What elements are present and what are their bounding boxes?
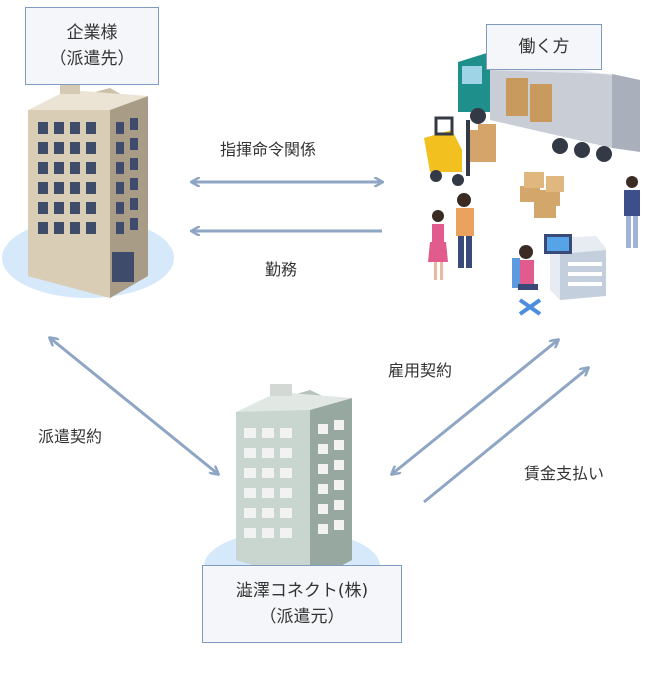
worker-name: 働く方 [518, 37, 570, 57]
employment-contract-arrow [392, 340, 558, 474]
work-label: 勤務 [265, 260, 298, 279]
workplace-scene-illustration [424, 52, 640, 316]
wage-payment-label: 賃金支払い [524, 464, 605, 483]
command-relation-label: 指揮命令関係 [220, 140, 317, 159]
agency-box: 澁澤コネクト(株) （派遣元） [202, 565, 402, 643]
cardboard-boxes-illustration [520, 172, 564, 218]
dispatch-contract-label: 派遣契約 [38, 427, 103, 446]
client-building-illustration [2, 82, 174, 298]
agency-name: 澁澤コネクト(株) [235, 581, 369, 601]
truck-illustration [458, 52, 640, 162]
agency-role: （派遣元） [259, 607, 345, 627]
wage-payment-arrow [423, 368, 588, 504]
client-name: 企業様 [66, 23, 118, 43]
client-role: （派遣先） [49, 49, 135, 69]
worker-box: 働く方 [486, 24, 602, 70]
employment-contract-label: 雇用契約 [388, 361, 453, 380]
worker-man-illustration [624, 176, 640, 248]
dispatch-contract-arrow [50, 338, 218, 474]
meeting-people-illustration [428, 193, 474, 280]
desk-worker-illustration [512, 234, 606, 316]
client-box: 企業様 （派遣先） [25, 7, 159, 85]
forklift-illustration [424, 116, 496, 186]
